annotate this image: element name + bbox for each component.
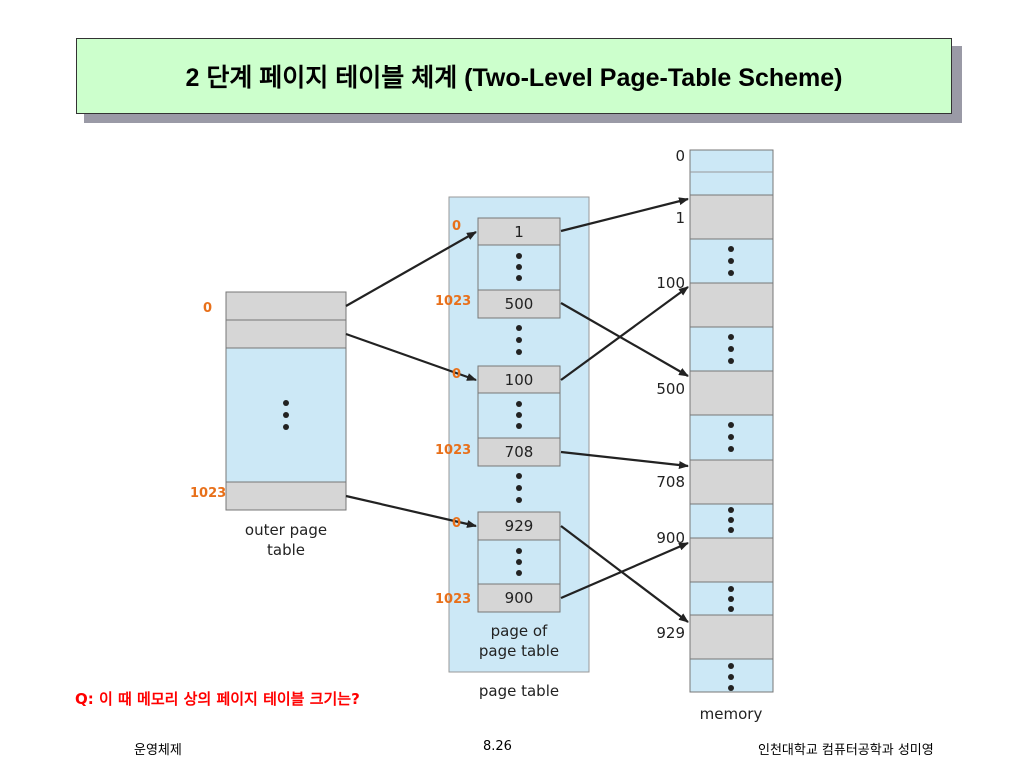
question-text: Q: 이 때 메모리 상의 페이지 테이블 크기는?: [75, 690, 360, 708]
pt-value-1: 1: [514, 223, 524, 241]
outer-arrows: [345, 231, 477, 528]
g2-index-0: 0: [452, 367, 461, 382]
memory-caption: memory: [700, 705, 763, 723]
outer-index-0: 0: [203, 301, 212, 316]
memory-frame-500: [689, 370, 774, 416]
outer-index-1023: 1023: [190, 486, 226, 501]
page-table-group-2: [477, 365, 561, 467]
footer-page-number: 8.26: [483, 739, 512, 754]
outer-caption-line1: outer page: [245, 521, 327, 539]
memory-frame-708: [689, 459, 774, 505]
title-box: 2 단계 페이지 테이블 체계 (Two-Level Page-Table Sc…: [76, 38, 952, 114]
outer-entry-1: [225, 319, 347, 349]
pt-value-708: 708: [505, 443, 534, 461]
footer-author: 인천대학교 컴퓨터공학과 성미영: [758, 743, 934, 758]
memory-frame-900: [689, 537, 774, 583]
page-table-group-1: [477, 217, 561, 319]
pt-entry-500: [477, 289, 561, 319]
outer-caption-line2: table: [267, 541, 305, 559]
pt-ellipsis-b: [516, 473, 522, 503]
pt-ellipsis-a: [516, 325, 522, 355]
pt-entry-708: [477, 437, 561, 467]
pt-value-929: 929: [505, 517, 534, 535]
pt-entry-929: [477, 511, 561, 541]
g3-index-0: 0: [452, 516, 461, 531]
pt-entry-900: [477, 583, 561, 613]
memory-frame-100: [689, 282, 774, 328]
footer-course: 운영체제: [134, 743, 182, 758]
page-arrows: [560, 197, 689, 623]
mem-label-900: 900: [656, 529, 685, 547]
memory-column: [689, 149, 774, 693]
mem-label-100: 100: [656, 274, 685, 292]
pop-caption-line1: page of: [491, 622, 548, 640]
outer-entry-1023: [225, 481, 347, 511]
memory-frame-929: [689, 614, 774, 660]
g1-index-1023: 1023: [435, 294, 471, 309]
page-table-caption: page table: [479, 682, 559, 700]
outer-ellipsis: [283, 400, 289, 430]
mem-label-708: 708: [656, 473, 685, 491]
mem-label-0: 0: [675, 147, 685, 165]
mem-label-929: 929: [656, 624, 685, 642]
pt-value-100: 100: [505, 371, 534, 389]
mem-label-1: 1: [675, 209, 685, 227]
pop-caption-line2: page table: [479, 642, 559, 660]
page-table-group-3: [477, 511, 561, 613]
pt-value-500: 500: [505, 295, 534, 313]
pt-entry-100: [477, 365, 561, 394]
pt-value-900: 900: [505, 589, 534, 607]
g1-index-0: 0: [452, 219, 461, 234]
g3-index-1023: 1023: [435, 592, 471, 607]
g2-index-1023: 1023: [435, 443, 471, 458]
memory-frame-1: [689, 194, 774, 240]
mem-label-500: 500: [656, 380, 685, 398]
pt-entry-1: [477, 217, 561, 246]
slide-title: 2 단계 페이지 테이블 체계 (Two-Level Page-Table Sc…: [185, 64, 843, 92]
outer-page-table: [225, 291, 347, 511]
outer-entry-0: [225, 291, 347, 321]
